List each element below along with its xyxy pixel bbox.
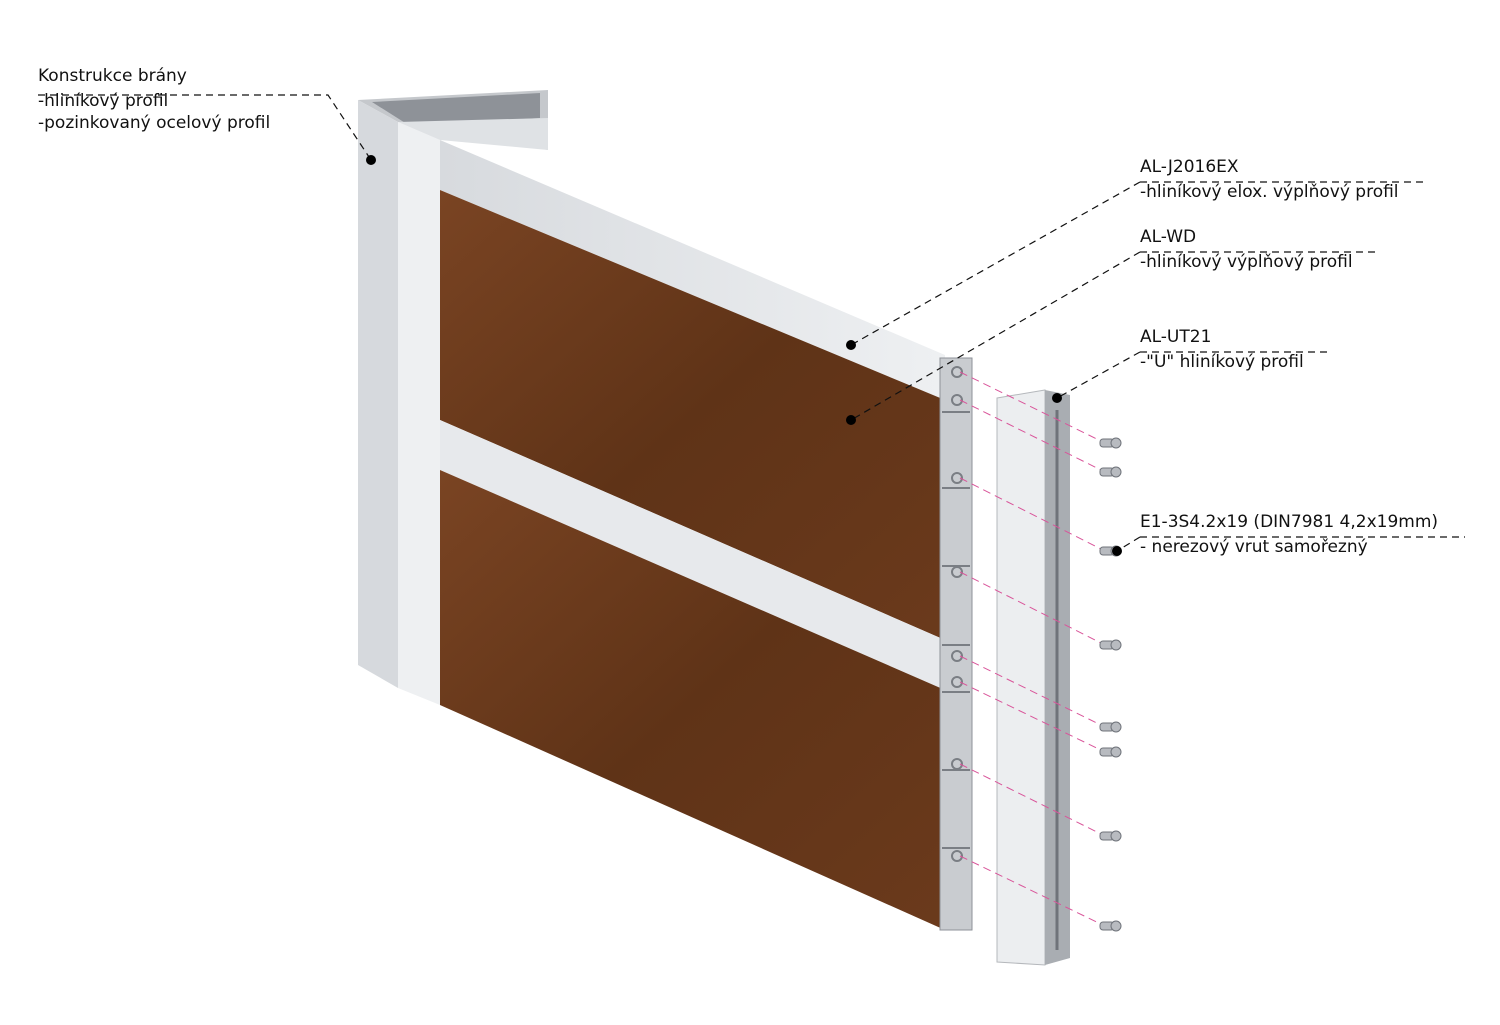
screw-icon xyxy=(1099,746,1122,758)
screw-icon xyxy=(1099,466,1122,478)
label-line: -hliníkový elox. výplňový profil xyxy=(1140,182,1399,202)
label-line: -"U" hliníkový profil xyxy=(1140,352,1304,372)
label-al-wd: AL-WD -hliníkový výplňový profil xyxy=(1140,226,1353,273)
screw-icon xyxy=(1099,920,1122,932)
assembly-lines xyxy=(959,371,1106,927)
label-line: -hliníkový výplňový profil xyxy=(1140,252,1353,272)
wood-panel-bottom xyxy=(440,470,945,930)
screw-icon xyxy=(1099,830,1122,842)
label-line: -pozinkovaný ocelový profil xyxy=(38,113,271,133)
gate-post xyxy=(358,90,548,705)
label-line: - nerezový vrut samořezný xyxy=(1140,537,1368,557)
leader-dots xyxy=(366,155,1122,556)
label-title: AL-J2016EX xyxy=(1140,157,1239,177)
label-al-ut21: AL-UT21 -"U" hliníkový profil xyxy=(1140,326,1304,373)
label-title: AL-UT21 xyxy=(1140,327,1212,347)
screw-icon xyxy=(1099,639,1122,651)
screw-icon xyxy=(1099,437,1122,449)
wood-panel-top xyxy=(440,190,945,640)
label-gate-structure: Konstrukce brány -hliníkový profil -pozi… xyxy=(38,65,270,134)
profile-end-section xyxy=(939,357,973,931)
top-rail xyxy=(440,140,945,400)
label-title: Konstrukce brány xyxy=(38,66,187,86)
label-line: -hliníkový profil xyxy=(38,91,169,111)
label-al-j2016ex: AL-J2016EX -hliníkový elox. výplňový pro… xyxy=(1140,156,1399,203)
screws xyxy=(1099,437,1122,932)
u-profile xyxy=(996,389,1070,966)
label-screw: E1-3S4.2x19 (DIN7981 4,2x19mm) - nerezov… xyxy=(1140,511,1438,558)
screw-icon xyxy=(1099,721,1122,733)
middle-rail xyxy=(440,420,945,690)
label-title: E1-3S4.2x19 (DIN7981 4,2x19mm) xyxy=(1140,512,1439,532)
leader-lines xyxy=(38,94,1465,552)
label-title: AL-WD xyxy=(1140,227,1197,247)
